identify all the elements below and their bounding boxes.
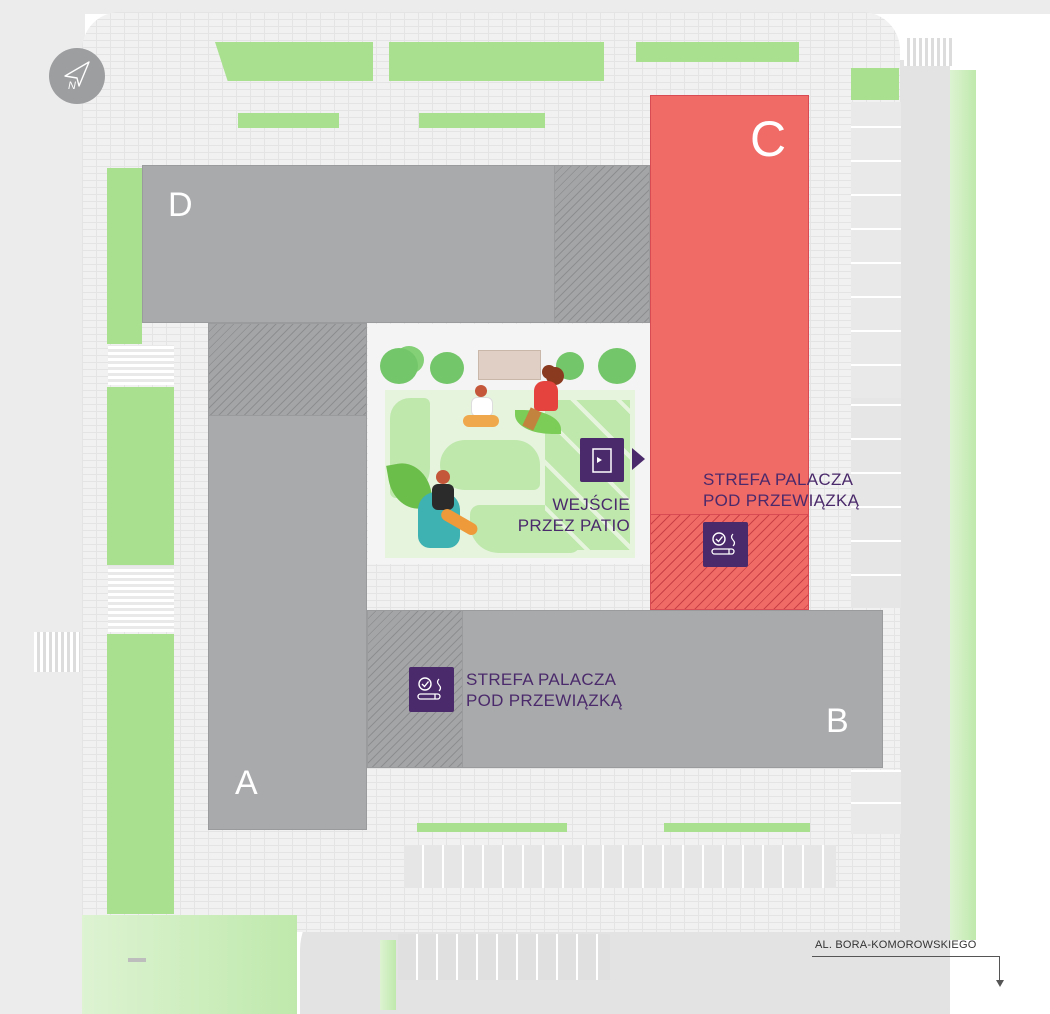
bush-1 (380, 348, 418, 384)
grass-south-2 (664, 823, 810, 832)
grass-north-5 (419, 113, 545, 128)
grass-north-1 (215, 42, 373, 81)
smoking-zone-b-line1: STREFA PALACZA (466, 670, 617, 689)
smoking-zone-c-line2: POD PRZEWIĄZKĄ (703, 491, 860, 510)
parking-south (404, 845, 836, 888)
grass-west-1 (107, 168, 142, 344)
entrance-badge[interactable] (580, 438, 624, 482)
building-c-label: C (750, 111, 787, 167)
grass-west-2 (107, 387, 174, 565)
parking-east-top (851, 102, 901, 398)
bush-4 (598, 348, 636, 384)
smoking-area-icon (711, 532, 736, 555)
crosswalk-west (34, 632, 80, 672)
parking-south-2 (398, 934, 610, 980)
grass-northeast (851, 68, 899, 100)
marker-bottom-left (128, 958, 146, 962)
building-a[interactable] (208, 415, 367, 830)
smoking-zone-b-line2: POD PRZEWIĄZKĄ (466, 691, 623, 710)
patio-lawn-2 (440, 440, 540, 490)
grass-west-3 (107, 634, 174, 914)
grass-south-1 (417, 823, 567, 832)
building-c[interactable] (650, 95, 809, 515)
person-sitting-orange (463, 385, 499, 435)
arrow-down-icon (996, 980, 1004, 987)
crosswalk-north (904, 38, 952, 66)
grass-north-2 (389, 42, 604, 81)
person-beanbag (418, 470, 484, 550)
building-d[interactable] (142, 165, 555, 323)
bush-3 (556, 352, 584, 380)
smoking-zone-b-badge[interactable] (409, 667, 454, 712)
smoking-zone-b-label: STREFA PALACZA POD PRZEWIĄZKĄ (466, 669, 622, 711)
road-north (0, 0, 1050, 14)
street-arrow-line (999, 956, 1000, 982)
street-underline (812, 956, 1000, 957)
crosswalk-west-top (108, 345, 174, 385)
smoking-zone-c-line1: STREFA PALACZA (703, 470, 854, 489)
entrance-label-line1: WEJŚCIE (552, 495, 630, 514)
grass-southwest (82, 915, 297, 1014)
entrance-arrow (632, 448, 645, 470)
patio-bench (478, 350, 541, 380)
building-b[interactable] (462, 610, 883, 768)
building-a-label: A (235, 764, 258, 802)
entrance-label-line2: PRZEZ PATIO (517, 516, 630, 535)
grass-south-island (380, 940, 396, 1010)
smoking-zone-c-label: STREFA PALACZA POD PRZEWIĄZKĄ (703, 469, 859, 511)
building-b-label: B (826, 702, 849, 740)
person-red-dress (520, 365, 568, 435)
smoking-area-icon-b (417, 677, 442, 700)
smoking-zone-c-badge[interactable] (703, 522, 748, 567)
compass: N (49, 48, 105, 104)
building-d-label: D (168, 186, 193, 224)
grass-north-3 (636, 42, 799, 62)
building-d-connector (554, 165, 650, 323)
street-label: AL. BORA-KOMOROWSKIEGO (815, 939, 977, 951)
road-west (0, 0, 85, 1014)
bush-2 (430, 352, 464, 384)
grass-north-4 (238, 113, 339, 128)
door-entrance-icon (592, 448, 612, 473)
compass-letter: N (68, 80, 76, 92)
crosswalk-west-mid (108, 566, 174, 632)
grass-strip-east (950, 70, 976, 940)
parking-east-mid (851, 398, 901, 608)
entrance-label: WEJŚCIE PRZEZ PATIO (510, 494, 630, 536)
building-a-connector (208, 323, 367, 416)
compass-north-icon (64, 61, 90, 87)
parking-east-bottom (851, 770, 901, 834)
road-east (900, 60, 950, 940)
